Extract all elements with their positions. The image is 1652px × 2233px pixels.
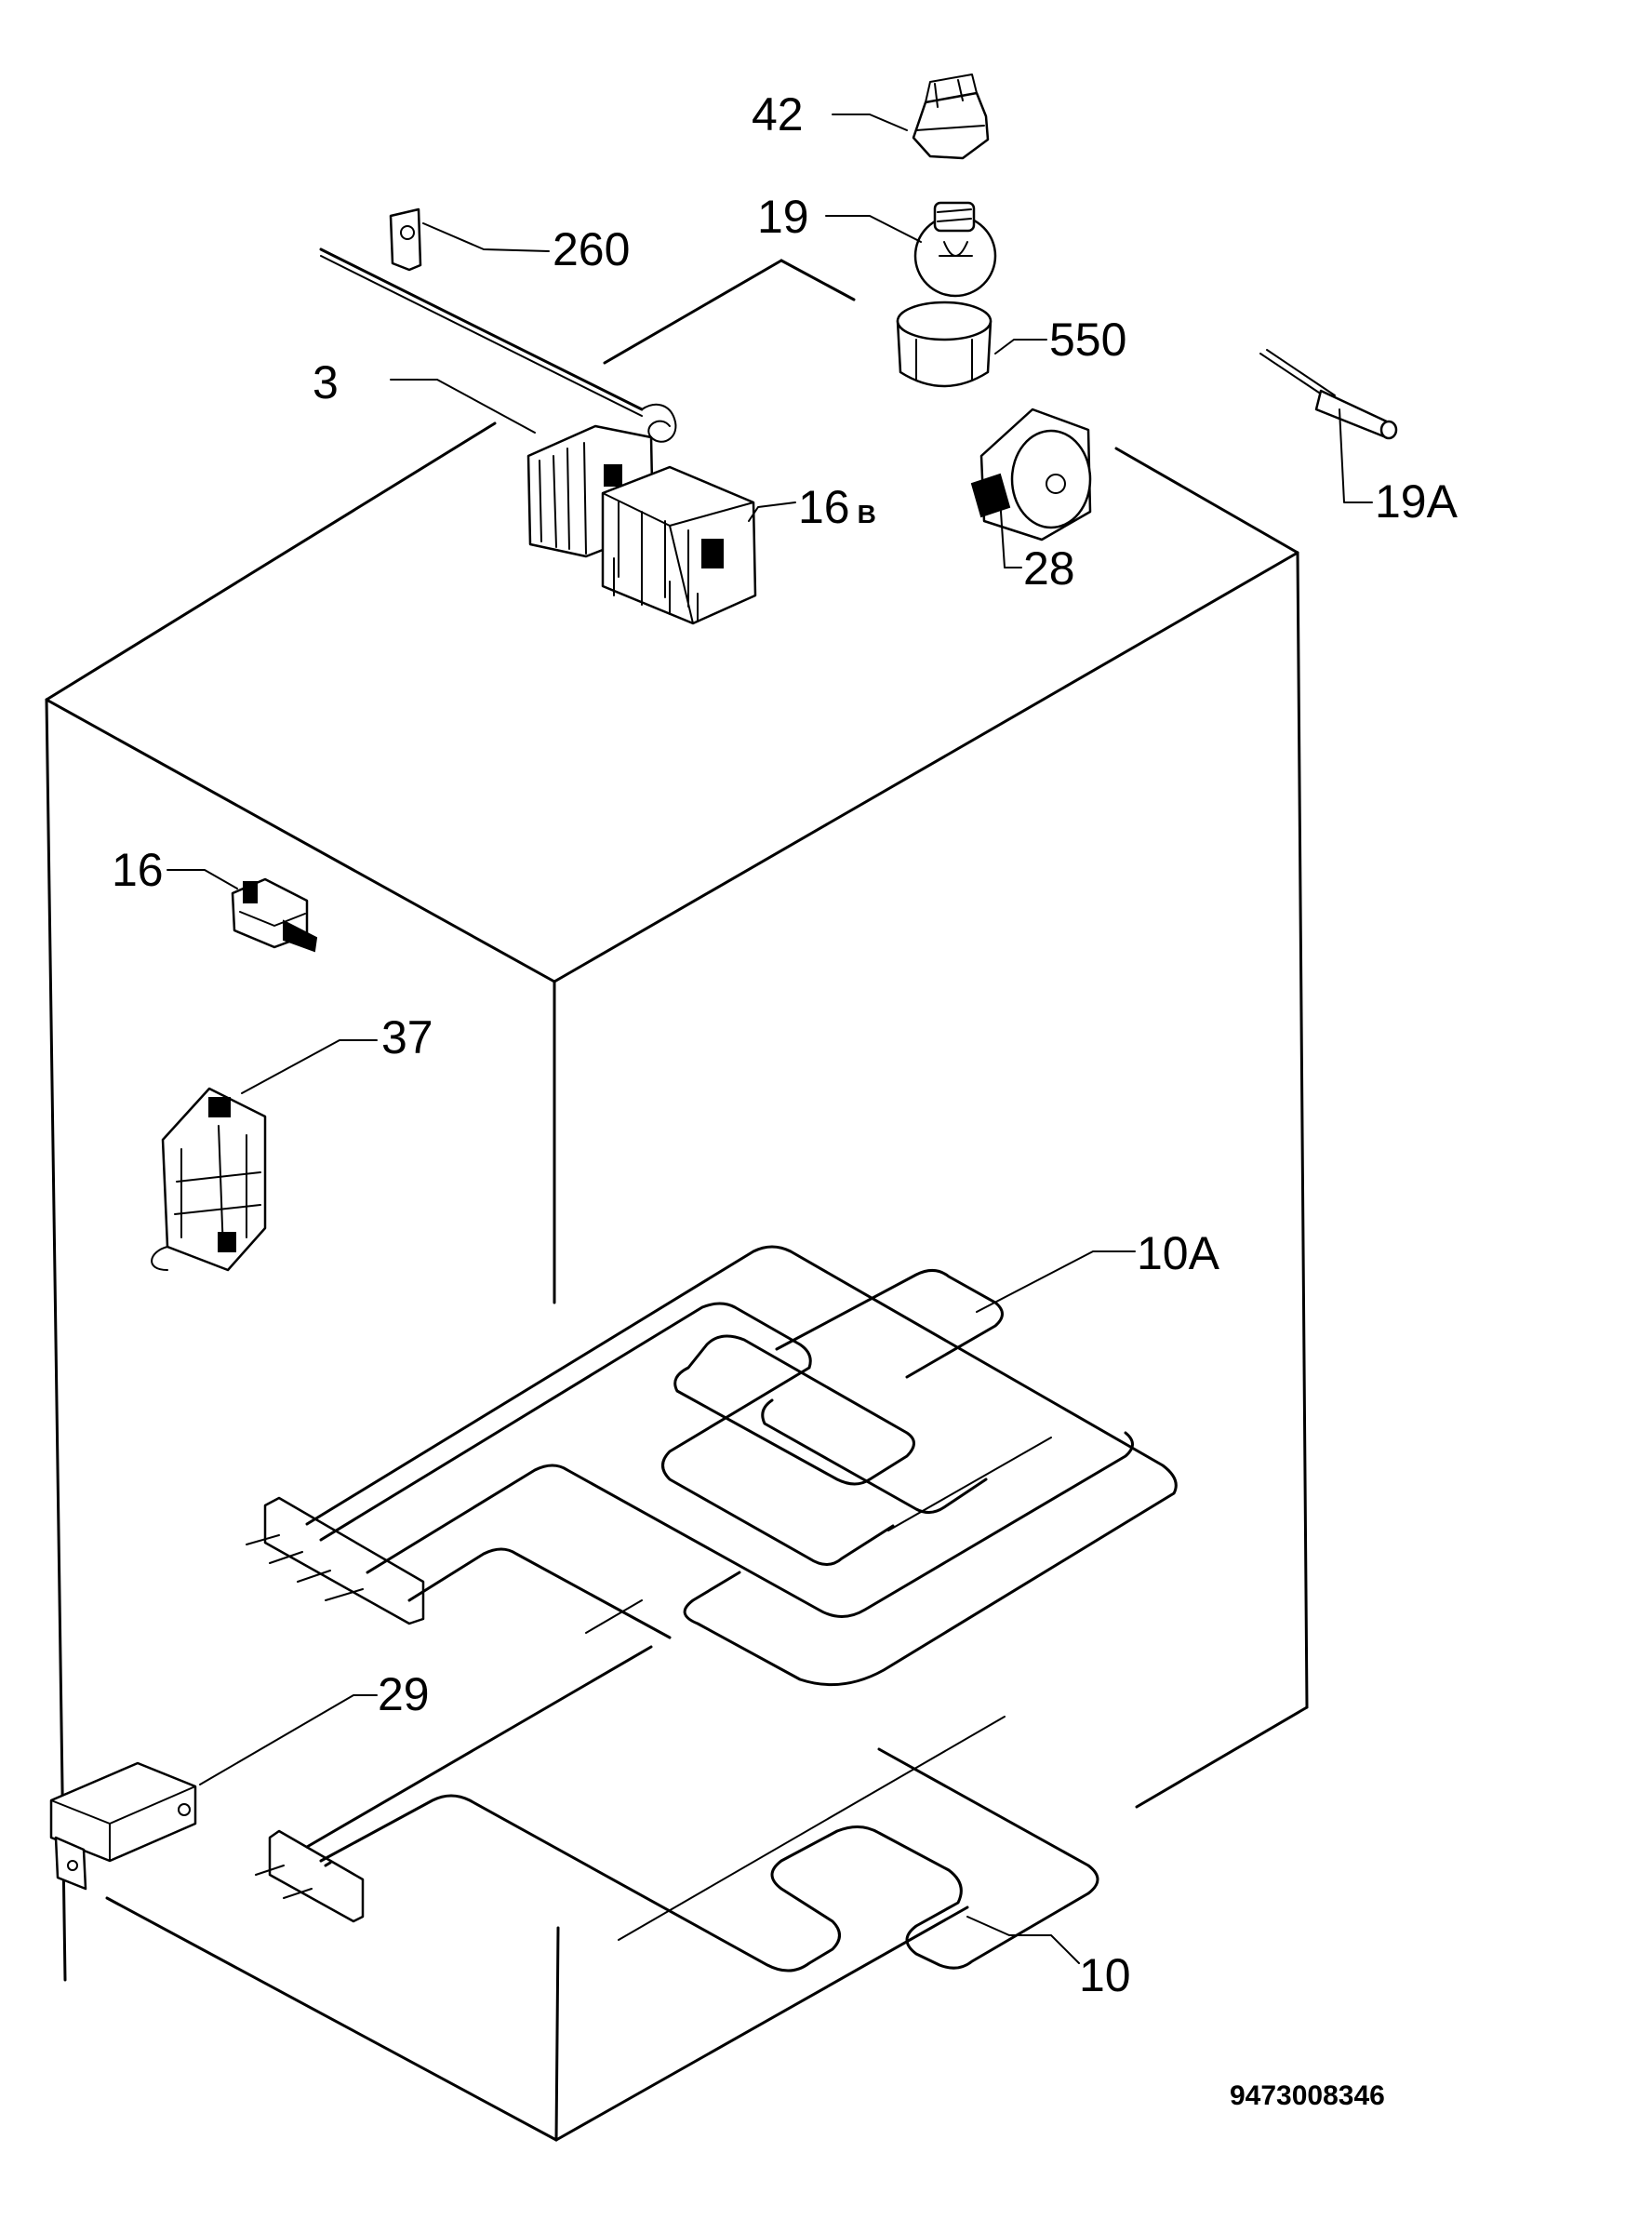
leader-37 (241, 1039, 378, 1094)
terminal-block-part (49, 1761, 197, 1891)
leader-19a (1339, 408, 1373, 503)
grill-element-top-part (246, 1245, 1178, 1687)
label-16b-suffix: B (858, 500, 876, 528)
label-550: 550 (1049, 314, 1126, 366)
label-260: 260 (553, 223, 630, 275)
sensor-probe-part (1259, 349, 1398, 440)
thermostat-probe-part (319, 207, 677, 443)
leader-42 (832, 114, 908, 131)
selector-switch-part (601, 465, 757, 625)
label-10a: 10A (1137, 1227, 1220, 1279)
door-lock-part (151, 1087, 267, 1272)
label-19a: 19A (1375, 475, 1459, 528)
oven-cabinet-outline (45, 259, 1309, 2142)
leader-550 (994, 339, 1047, 354)
leader-29 (199, 1694, 378, 1785)
push-switch-part (231, 877, 318, 953)
label-3: 3 (313, 356, 339, 408)
label-19: 19 (757, 191, 809, 243)
motor-part (970, 408, 1092, 542)
leader-19 (825, 215, 922, 243)
lamp-glass-part (896, 301, 993, 388)
heating-element-bottom-part (255, 1645, 1099, 1972)
lamp-cover-part (912, 74, 990, 160)
label-29: 29 (378, 1668, 430, 1720)
lamp-bulb-part (913, 201, 997, 298)
label-16b: 16 B (798, 481, 876, 533)
leader-10a (976, 1250, 1136, 1313)
leader-16 (167, 869, 238, 889)
leader-3 (390, 379, 536, 434)
label-42: 42 (752, 88, 804, 140)
label-37: 37 (381, 1011, 433, 1063)
label-16b-number: 16 (798, 481, 850, 533)
label-10: 10 (1079, 1949, 1131, 2001)
leader-28 (999, 497, 1022, 568)
label-16: 16 (112, 844, 164, 896)
leader-260 (422, 222, 550, 252)
document-number: 9473008346 (1230, 2080, 1385, 2111)
leader-16b (748, 501, 796, 522)
label-28: 28 (1023, 542, 1075, 595)
leader-10 (966, 1916, 1080, 1964)
